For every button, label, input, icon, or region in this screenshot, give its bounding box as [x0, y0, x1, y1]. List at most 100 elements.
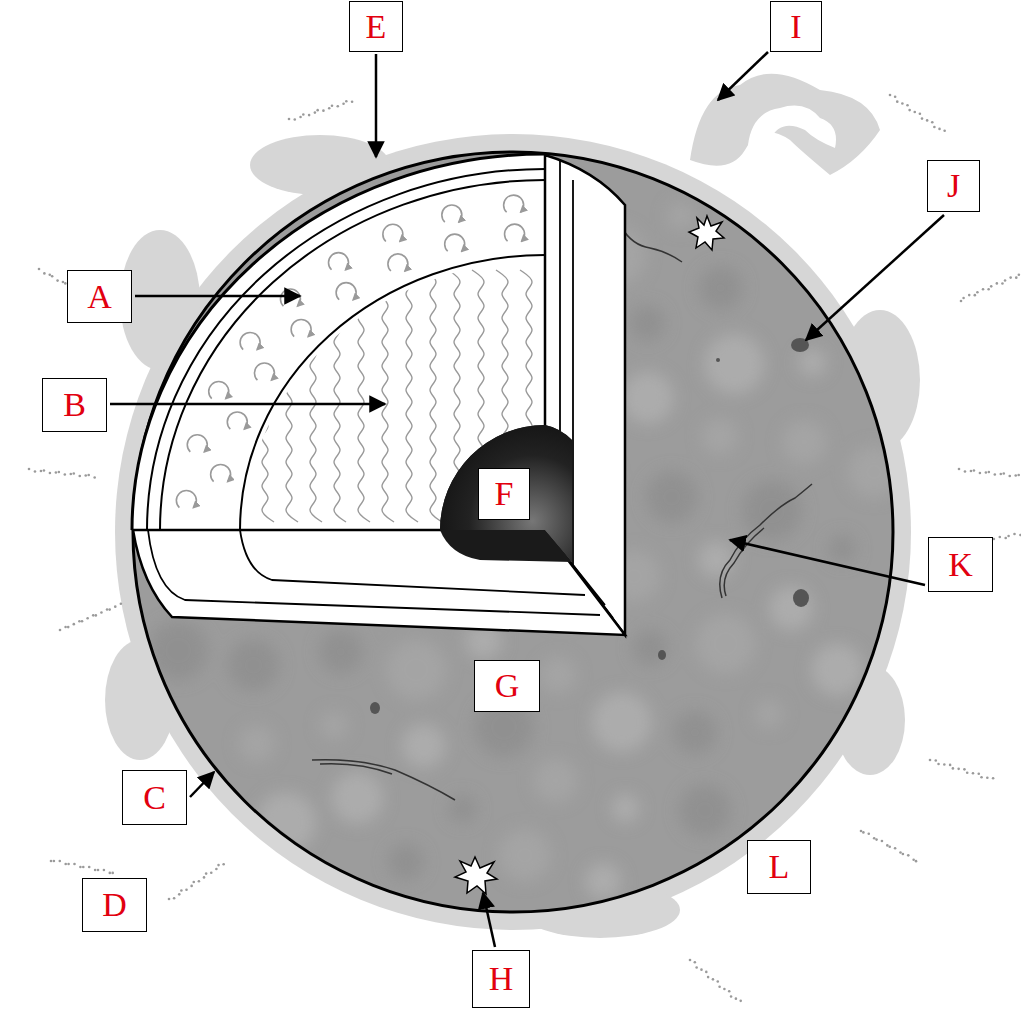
wind-particle [73, 863, 76, 866]
granule [148, 621, 208, 681]
granule [696, 614, 756, 674]
convection-arrow [388, 254, 408, 271]
wind-particle [59, 860, 62, 863]
granule [742, 481, 802, 541]
leader-lines [110, 52, 944, 947]
callout-letter: A [87, 280, 112, 314]
wind-particle [288, 118, 291, 121]
wind-particle [100, 611, 103, 614]
wind-particle [730, 995, 733, 998]
wind-particle [58, 471, 61, 474]
wind-particle [958, 468, 961, 471]
radiation-wave [400, 270, 418, 522]
wind-particle [974, 294, 977, 297]
leader-line [730, 540, 925, 585]
callout-letter: K [948, 548, 973, 582]
wind-particle [912, 858, 915, 861]
wind-particle [1015, 276, 1018, 279]
wind-particle [103, 869, 106, 872]
wind-particle [93, 476, 96, 479]
wind-particle [210, 871, 213, 874]
granule [499, 829, 551, 881]
wind-particle [168, 898, 171, 901]
granule [679, 785, 731, 837]
granule [585, 863, 621, 899]
wind-particle [316, 109, 319, 112]
wind-particle [1009, 276, 1012, 279]
wind-particle [718, 985, 721, 988]
wind-particle [988, 471, 991, 474]
wind-particle [990, 285, 993, 288]
wind-particle [1014, 474, 1017, 477]
wedge-layers [148, 160, 613, 618]
radiation-waves [256, 270, 538, 522]
wind-particle [78, 475, 81, 478]
radiation-wave [280, 270, 298, 522]
wind-particle [705, 971, 708, 974]
wind-particle [943, 129, 946, 132]
granule [319, 630, 363, 674]
wind-particle [963, 768, 966, 771]
wind-particle [67, 863, 70, 866]
wind-particle [943, 763, 946, 766]
callout-letter: L [769, 850, 790, 884]
wind-particle [331, 104, 334, 107]
granule [388, 844, 424, 880]
wind-particle [931, 121, 934, 124]
wind-particle [49, 472, 52, 475]
radiation-wave [328, 270, 346, 522]
wind-particle [173, 897, 176, 900]
wind-particle [915, 860, 918, 863]
wind-particle [120, 602, 123, 605]
label-box: J [927, 160, 980, 212]
wind-particle [739, 1000, 742, 1003]
solar-wind [28, 94, 1021, 1002]
wind-particle [109, 872, 112, 875]
label-box: B [42, 378, 107, 432]
wind-particle [114, 605, 117, 608]
wind-particle [34, 470, 37, 473]
granule [331, 772, 383, 824]
callout-letter: F [495, 477, 514, 511]
wind-particle [735, 997, 738, 1000]
granule [256, 792, 316, 852]
leader-line [718, 52, 768, 100]
convection-arrow [329, 253, 349, 270]
wind-particle [938, 128, 941, 131]
leader-line [110, 403, 385, 406]
wind-particle [987, 288, 990, 291]
wind-particle [178, 893, 181, 896]
wind-particle [299, 116, 302, 119]
callout-letter: C [143, 781, 166, 815]
convection-arrow [442, 205, 462, 222]
wind-particle [695, 966, 698, 969]
wind-particle [190, 885, 193, 888]
granule [622, 372, 674, 424]
wind-particle [72, 472, 75, 475]
wind-particle [50, 860, 53, 863]
wind-particle [342, 102, 345, 105]
wind-particle [87, 474, 90, 477]
convection-arrow [227, 412, 247, 429]
convection-arrow [504, 195, 524, 212]
granule [811, 644, 863, 696]
label-box: H [472, 950, 530, 1008]
wind-particle [962, 297, 965, 300]
wind-particle [908, 109, 911, 112]
granule [704, 334, 764, 394]
convection-arrow [280, 289, 300, 306]
granule [782, 420, 826, 464]
label-box: D [82, 878, 147, 932]
wind-particle [986, 776, 989, 779]
granule [828, 535, 856, 563]
wind-particle [302, 113, 305, 116]
label-box: C [122, 770, 187, 825]
wind-particle [308, 114, 311, 117]
wind-particle [217, 864, 220, 867]
granule [798, 348, 826, 376]
leader-line [483, 893, 495, 947]
granule [540, 657, 576, 693]
radiation-wave [304, 270, 322, 522]
wind-particle [293, 118, 296, 121]
